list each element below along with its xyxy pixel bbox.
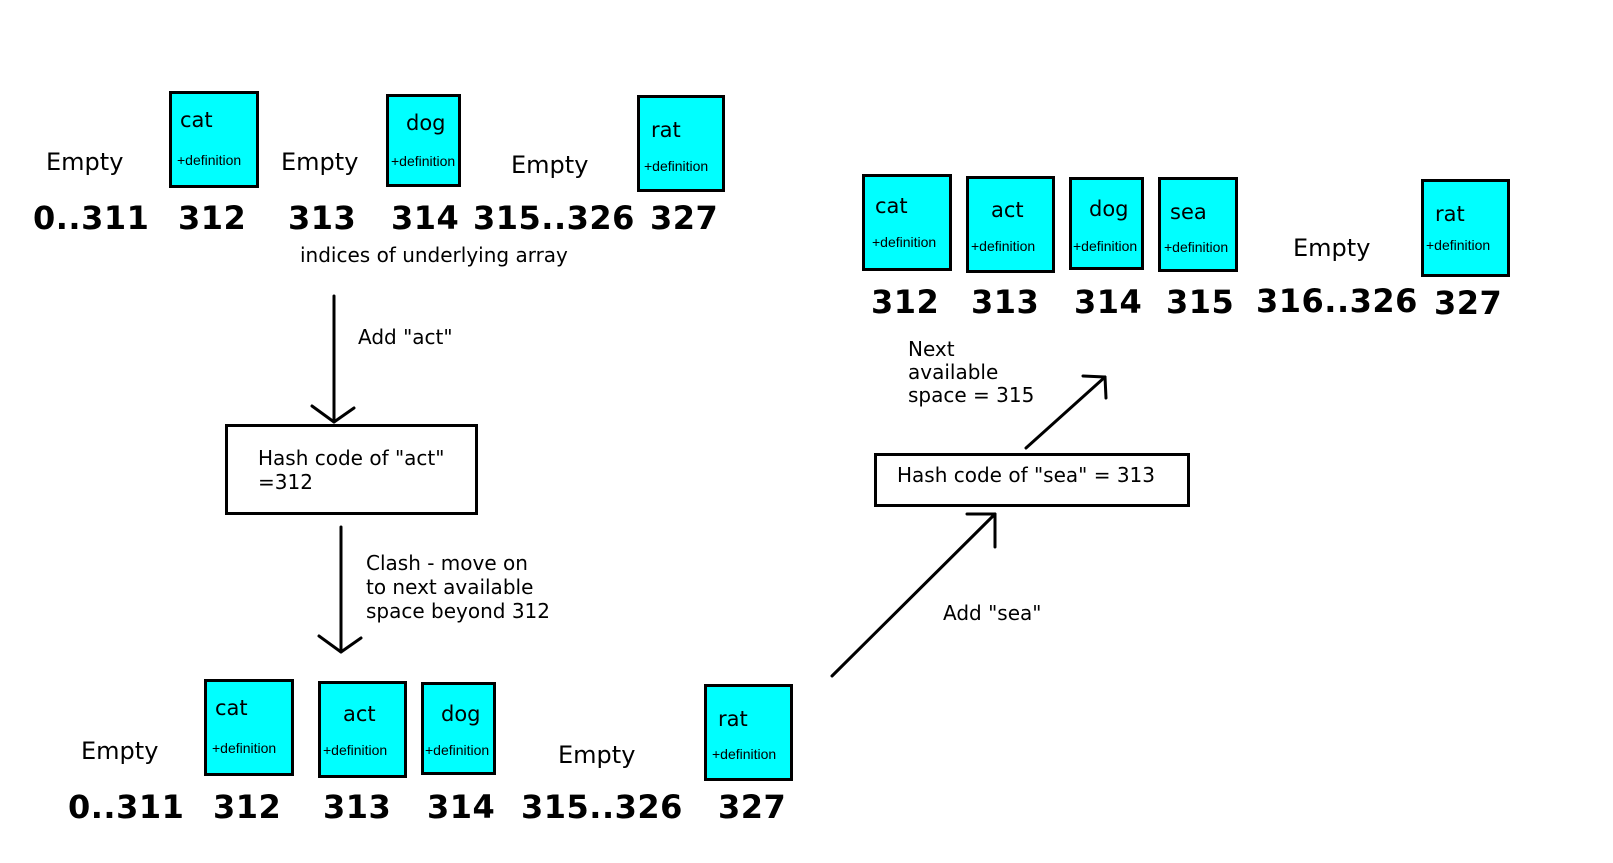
index-label: 315 [1166, 283, 1235, 321]
index-label: 327 [1434, 284, 1503, 322]
array-caption: indices of underlying array [300, 243, 568, 267]
hash-code-act-box: Hash code of "act" =312 [225, 424, 478, 515]
entry-definition: +definition [1426, 237, 1491, 253]
entry-definition: +definition [872, 234, 937, 250]
arrow-add-act [310, 294, 356, 424]
index-label: 312 [871, 283, 940, 321]
index-label: 327 [650, 199, 719, 237]
hash-entry-rat: rat +definition [704, 684, 793, 781]
entry-definition: +definition [323, 742, 388, 758]
hash-entry-cat: cat +definition [862, 174, 952, 271]
entry-word: act [991, 198, 1024, 222]
hash-entry-act: act +definition [966, 176, 1055, 273]
entry-word: dog [1089, 197, 1129, 221]
hash-code-sea-box: Hash code of "sea" = 313 [874, 453, 1190, 507]
index-label: 316..326 [1256, 282, 1418, 320]
empty-label: Empty [81, 737, 159, 765]
entry-word: cat [215, 696, 248, 720]
index-label: 327 [718, 788, 787, 826]
entry-definition: +definition [971, 238, 1036, 254]
entry-word: rat [718, 707, 748, 731]
arrow-add-sea [830, 512, 997, 678]
empty-label: Empty [558, 741, 636, 769]
index-label: 314 [391, 199, 460, 237]
index-label: 0..311 [68, 788, 185, 826]
empty-label: Empty [281, 148, 359, 176]
index-label: 312 [178, 199, 247, 237]
empty-label: Empty [46, 148, 124, 176]
entry-word: dog [441, 702, 481, 726]
entry-definition: +definition [1164, 239, 1229, 255]
entry-word: cat [875, 194, 908, 218]
arrow-next-available [1024, 374, 1108, 450]
index-label: 315..326 [473, 199, 635, 237]
entry-definition: +definition [425, 742, 490, 758]
index-label: 314 [427, 788, 496, 826]
index-label: 313 [323, 788, 392, 826]
next-available-label: Next available space = 315 [908, 337, 1035, 407]
index-label: 312 [213, 788, 282, 826]
arrow-clash [317, 525, 363, 654]
clash-label: Clash - move on to next available space … [366, 551, 551, 623]
empty-label: Empty [511, 151, 589, 179]
index-label: 0..311 [33, 199, 150, 237]
hash-entry-dog: dog +definition [421, 682, 496, 775]
entry-word: cat [180, 108, 213, 132]
hash-entry-cat: cat +definition [204, 679, 294, 776]
entry-word: dog [406, 111, 446, 135]
entry-definition: +definition [212, 740, 277, 756]
hash-entry-act: act +definition [318, 681, 407, 778]
hash-entry-rat: rat +definition [1421, 179, 1510, 277]
hash-entry-dog: dog +definition [386, 94, 461, 187]
entry-word: rat [1435, 202, 1465, 226]
hash-entry-dog: dog +definition [1069, 177, 1144, 270]
add-act-label: Add "act" [358, 325, 453, 349]
entry-definition: +definition [712, 746, 777, 762]
entry-definition: +definition [644, 158, 709, 174]
hash-code-act-text: Hash code of "act" =312 [258, 446, 445, 494]
hash-entry-cat: cat +definition [169, 91, 259, 188]
entry-definition: +definition [1073, 238, 1138, 254]
hash-code-sea-text: Hash code of "sea" = 313 [897, 463, 1155, 487]
hash-entry-rat: rat +definition [637, 95, 725, 192]
entry-word: act [343, 702, 376, 726]
add-sea-label: Add "sea" [943, 601, 1042, 625]
index-label: 314 [1074, 283, 1143, 321]
entry-definition: +definition [177, 152, 242, 168]
index-label: 313 [971, 283, 1040, 321]
index-label: 313 [288, 199, 357, 237]
index-label: 315..326 [521, 788, 683, 826]
entry-definition: +definition [391, 153, 456, 169]
entry-word: rat [651, 118, 681, 142]
entry-word: sea [1170, 200, 1207, 224]
hash-entry-sea: sea +definition [1158, 177, 1238, 272]
empty-label: Empty [1293, 234, 1371, 262]
